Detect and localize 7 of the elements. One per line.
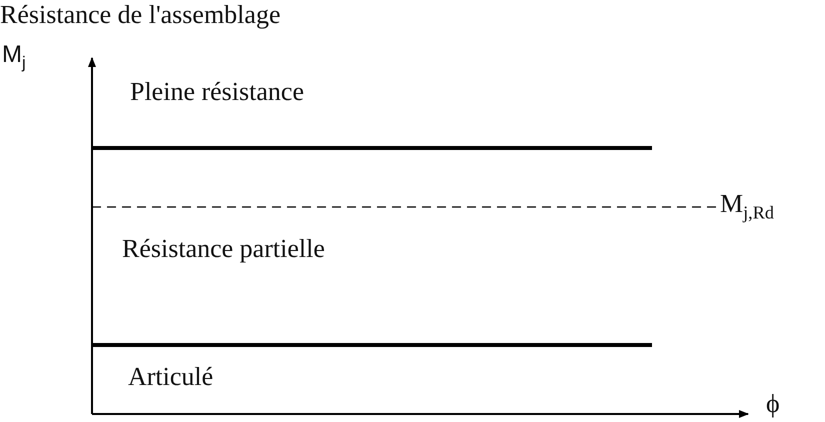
axis-label: ϕ: [766, 390, 780, 419]
line-label: M$_{j,Rd}$: [720, 190, 774, 222]
axis-label: M$_{j}$: [2, 42, 26, 72]
region-label: Pleine résistance: [130, 78, 304, 107]
axis-title: Résistance de l'assemblage: [0, 1, 280, 30]
region-label: Articulé: [128, 363, 214, 392]
region-label: Résistance partielle: [122, 235, 325, 264]
